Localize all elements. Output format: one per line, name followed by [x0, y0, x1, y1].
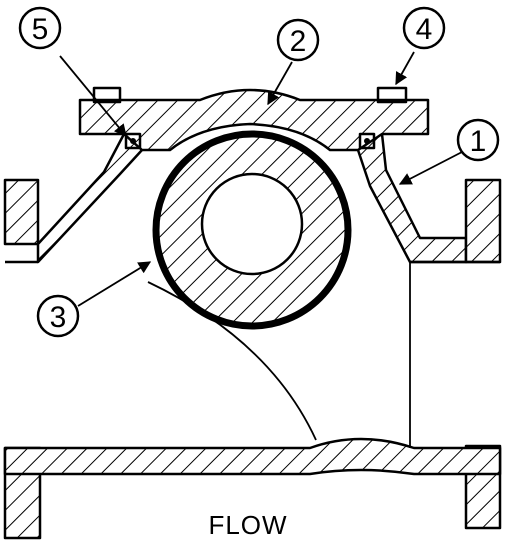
ball-inner-core	[200, 172, 304, 276]
gasket-right-dot	[364, 138, 370, 144]
gasket-left-dot	[130, 138, 136, 144]
bolt-left	[92, 86, 122, 104]
gasket-right	[358, 132, 376, 150]
body-bottom-wall	[3, 437, 502, 476]
bolt-right	[376, 86, 408, 104]
gasket-left	[124, 132, 142, 150]
callout-1-label: 1	[470, 125, 487, 158]
flow-label: FLOW	[208, 510, 287, 540]
callout-4-label: 4	[416, 13, 433, 46]
callout-5: 5	[18, 6, 62, 50]
bonnet-cover	[78, 88, 430, 152]
callout-1: 1	[456, 118, 500, 162]
callout-leader-4	[395, 51, 415, 86]
right-flange	[464, 178, 502, 264]
callout-4: 4	[402, 6, 446, 50]
left-flange	[3, 178, 40, 246]
callout-3: 3	[36, 294, 80, 338]
callout-3-label: 3	[50, 301, 67, 334]
body-upper-right-wall	[356, 132, 468, 264]
callout-2-label: 2	[290, 25, 307, 58]
callout-leader-2	[267, 61, 293, 106]
callout-leader-5	[59, 55, 127, 137]
ball-swing-arc	[147, 281, 317, 441]
callout-2: 2	[276, 18, 320, 62]
body-upper-left-wall	[36, 132, 144, 264]
callout-leader-3	[77, 261, 152, 307]
callout-5-label: 5	[32, 13, 49, 46]
callout-leader-1	[398, 151, 463, 185]
